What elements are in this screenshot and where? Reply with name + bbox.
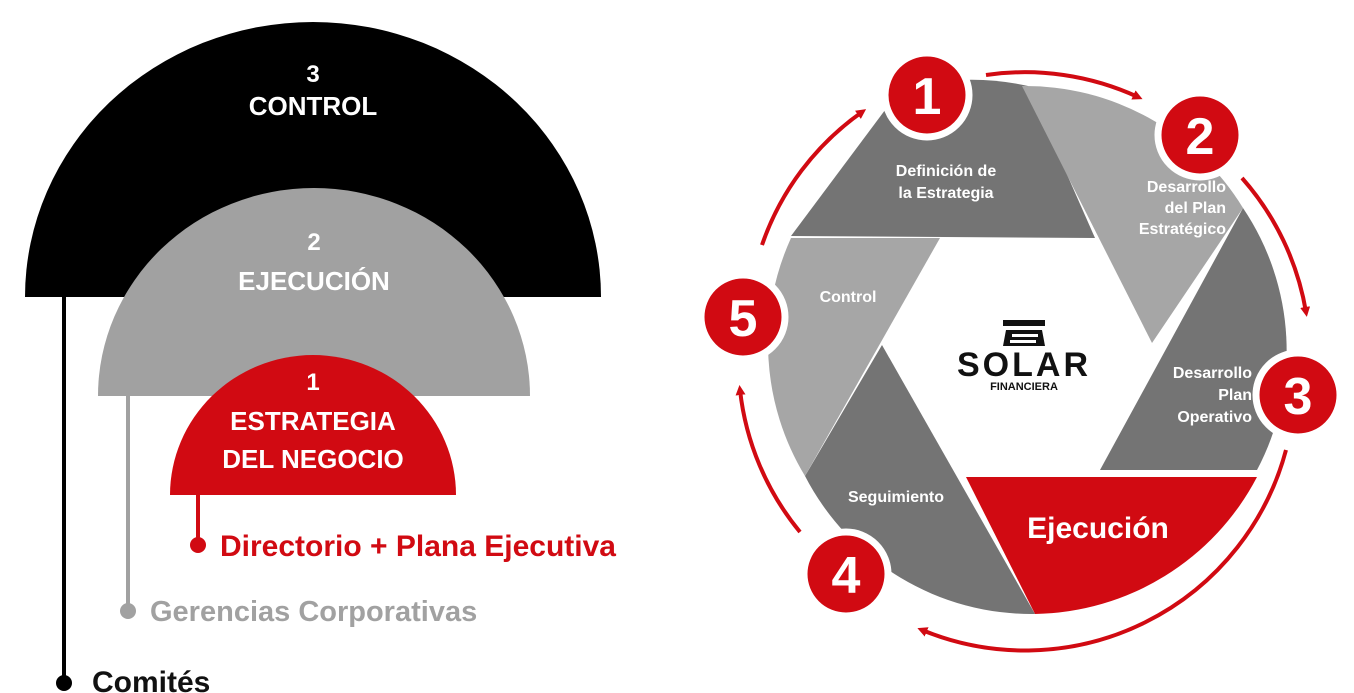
comites-dot — [56, 675, 72, 691]
strategy-level-number: 1 — [306, 369, 319, 396]
solar-financiera-logo: SOLAR FINANCIERA — [957, 320, 1091, 393]
control-level-number: 3 — [306, 61, 319, 88]
arrow-5-to-1 — [760, 109, 867, 246]
comites-label: Comités — [92, 666, 210, 693]
step-1-label-line1: Definición de — [896, 163, 997, 180]
gerencias-dot — [120, 603, 136, 619]
step-3-badge: 3 — [1252, 349, 1344, 441]
step-5-number: 5 — [729, 290, 758, 348]
execution-semicircle — [98, 188, 530, 396]
step-4-number: 4 — [832, 547, 861, 605]
legend: Comités Gerencias Corporativas Directori… — [56, 297, 616, 693]
segment-definicion — [791, 79, 1095, 238]
step-2-badge: 2 — [1154, 89, 1246, 181]
governance-levels: 3 CONTROL 2 EJECUCIÓN 1 ESTRATEGIA DEL N… — [25, 22, 601, 495]
step-5-label-line1: Control — [820, 289, 877, 306]
step-4-label-line1: Seguimiento — [848, 489, 944, 506]
step-4-badge: 4 — [800, 528, 892, 620]
step-1-number: 1 — [913, 68, 942, 126]
arrow-4-to-5 — [735, 385, 802, 534]
directorio-label: Directorio + Plana Ejecutiva — [220, 530, 616, 563]
execution-level-number: 2 — [307, 229, 320, 256]
logo-name: SOLAR — [957, 346, 1091, 384]
step-3-label-line3: Operativo — [1177, 409, 1252, 426]
segment-ejecucion — [966, 477, 1257, 614]
process-cycle: SOLAR FINANCIERA Definición de la Estrat… — [697, 49, 1344, 653]
arrow-3-to-4 — [917, 449, 1288, 653]
control-semicircle — [25, 22, 601, 297]
arrow-2-to-3 — [1240, 176, 1311, 317]
strategy-level-title-line2: DEL NEGOCIO — [222, 444, 404, 474]
step-1-label-line2: la Estrategia — [898, 185, 993, 202]
step-2-number: 2 — [1186, 108, 1215, 166]
strategy-level-title-line1: ESTRATEGIA — [230, 406, 396, 436]
segment-desarrollo-plan-operativo — [1100, 208, 1287, 470]
directorio-dot — [190, 537, 206, 553]
strategy-semicircle — [170, 355, 456, 495]
execution-level-title: EJECUCIÓN — [238, 266, 390, 296]
step-2-label-line2: del Plan — [1165, 200, 1226, 217]
step-2-label-line1: Desarrollo — [1147, 179, 1226, 196]
execution-segment-label: Ejecución — [1027, 512, 1169, 545]
arrow-1-to-2 — [985, 70, 1143, 100]
gerencias-label: Gerencias Corporativas — [150, 596, 477, 628]
step-5-badge: 5 — [697, 271, 789, 363]
step-1-badge: 1 — [881, 49, 973, 141]
step-3-label-line2: Plan — [1218, 387, 1252, 404]
control-level-title: CONTROL — [249, 91, 378, 121]
step-2-label-line3: Estratégico — [1139, 221, 1226, 238]
segment-control — [768, 238, 940, 476]
step-3-number: 3 — [1284, 368, 1313, 426]
step-3-label-line1: Desarrollo — [1173, 365, 1252, 382]
logo-subtitle: FINANCIERA — [990, 381, 1058, 393]
